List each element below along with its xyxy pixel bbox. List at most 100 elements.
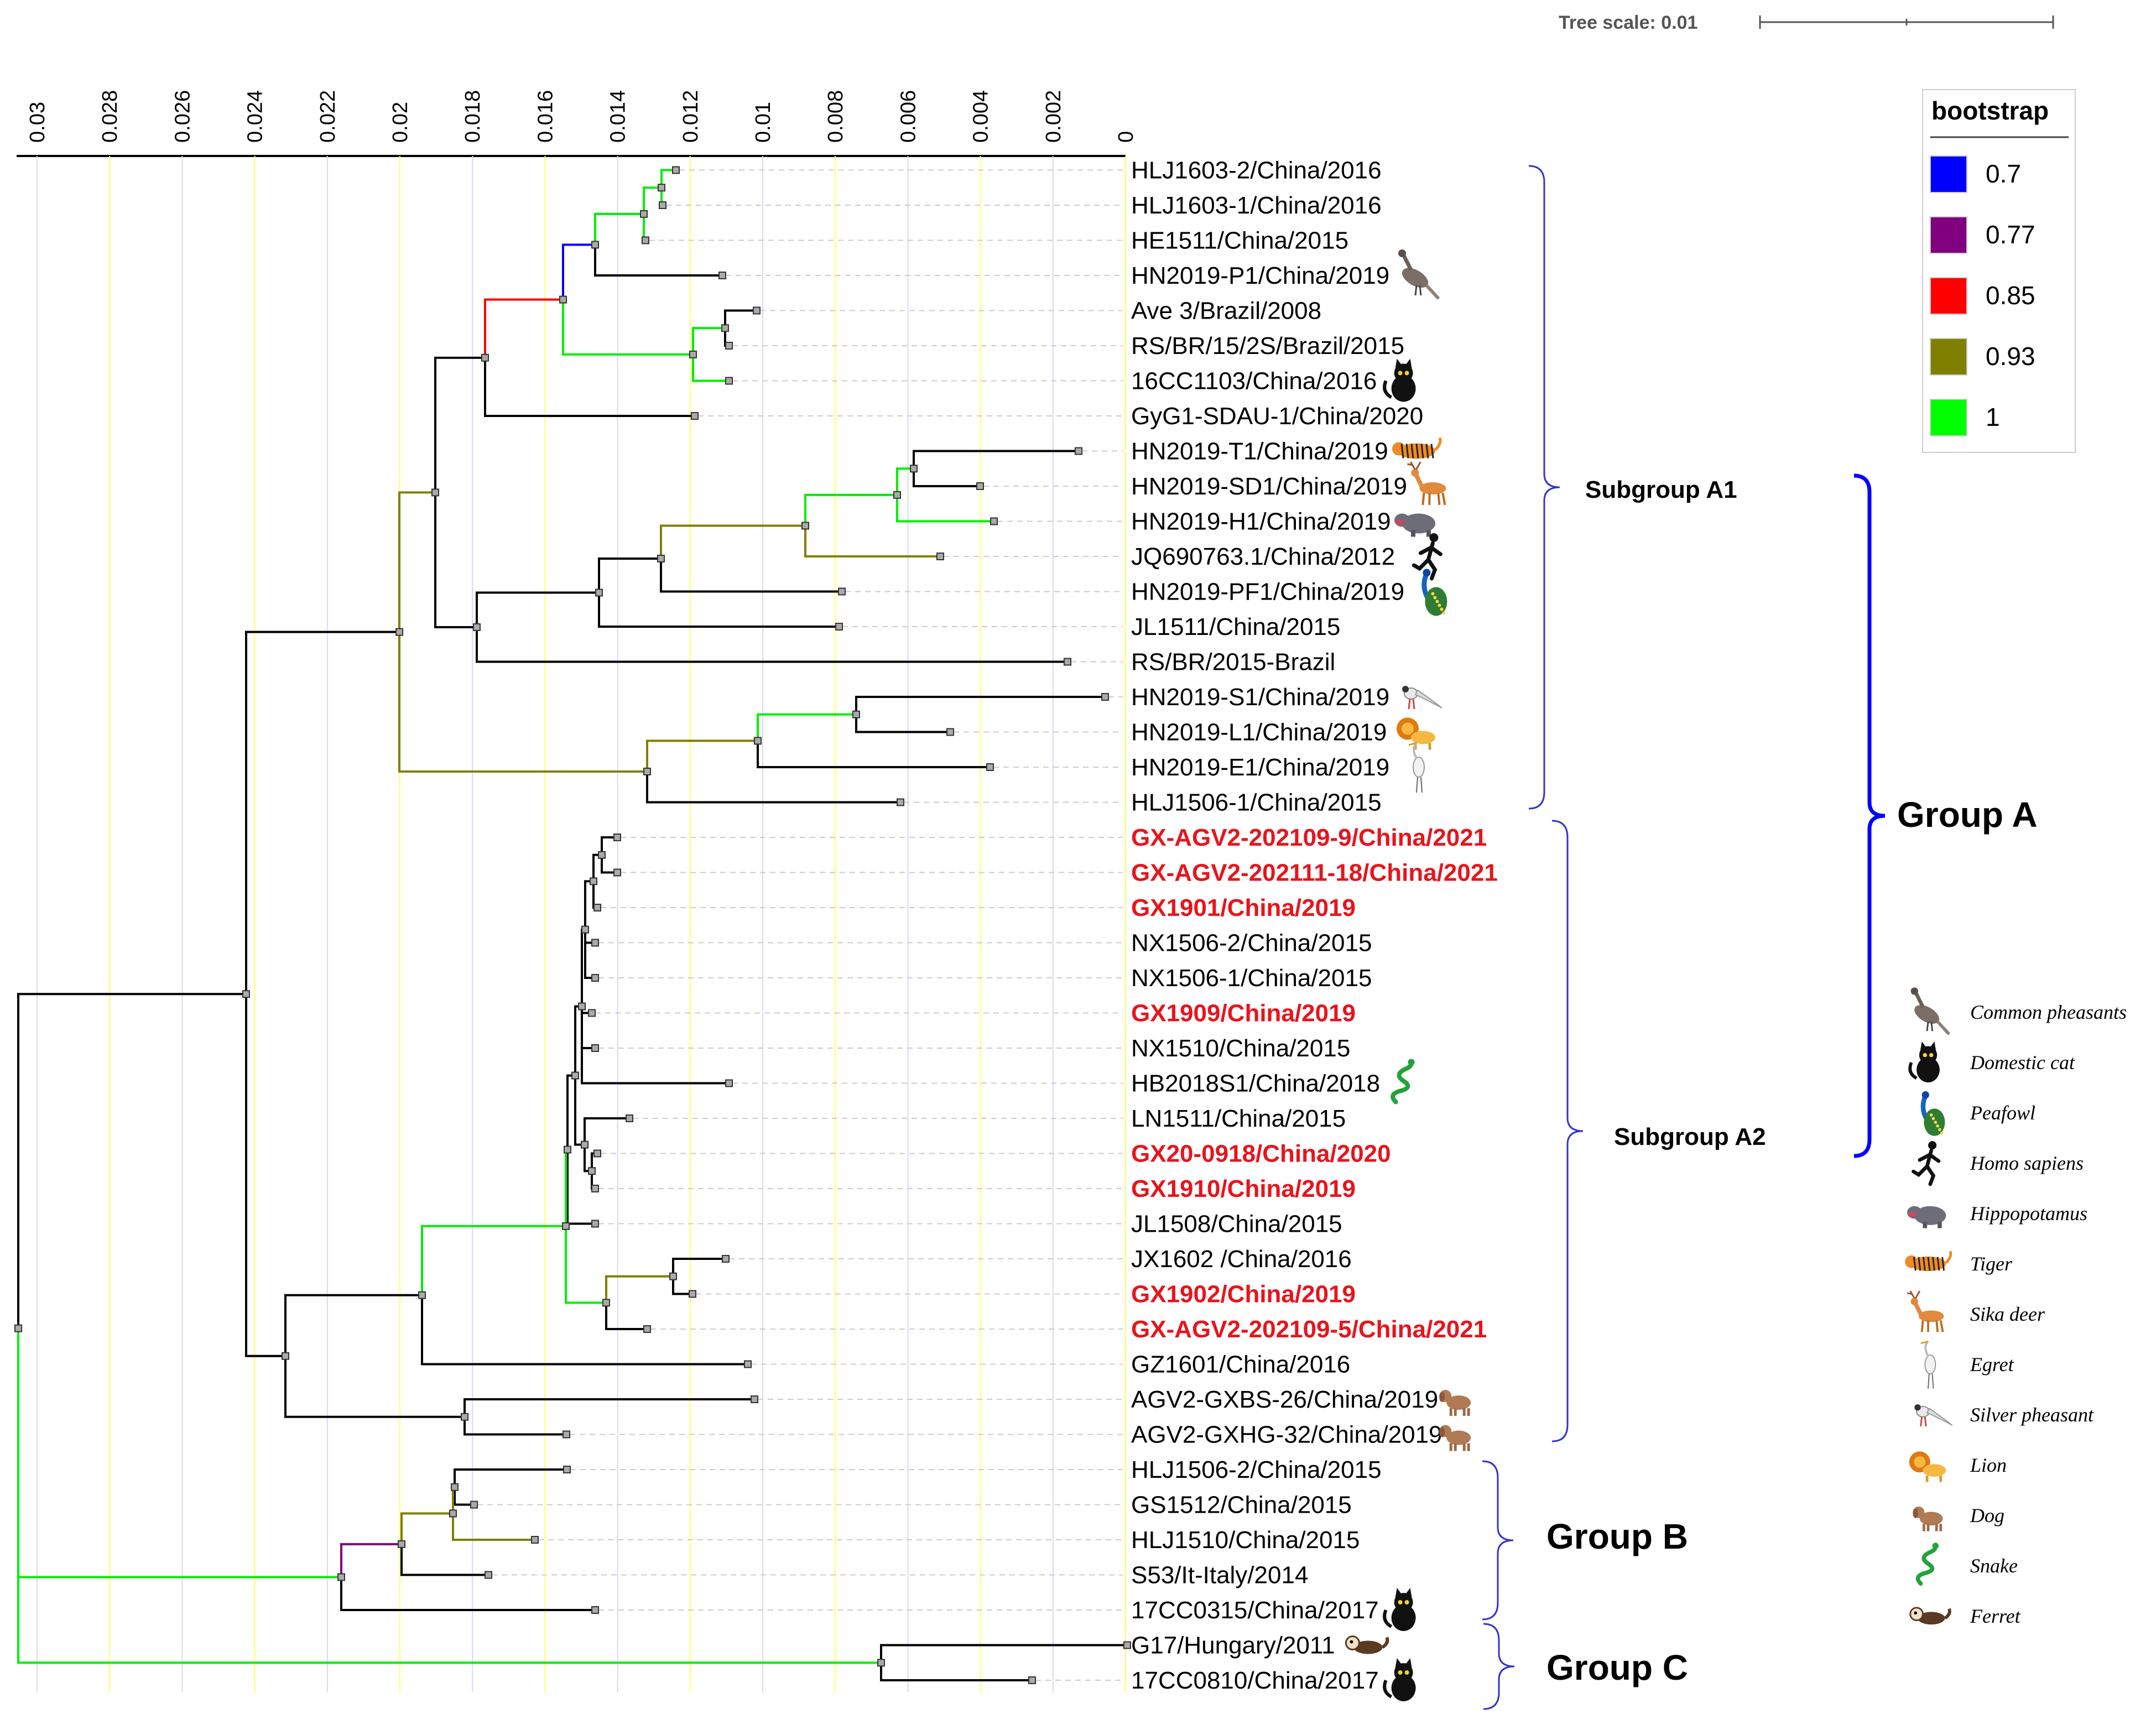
- species-label: Snake: [1970, 1555, 2018, 1577]
- internal-node-marker: [242, 990, 250, 998]
- tree-branch: [340, 1576, 596, 1611]
- pheasant-icon: [1910, 987, 1951, 1035]
- tree-branch: [565, 1225, 607, 1304]
- taxon-label: NX1510/China/2015: [1131, 1035, 1350, 1062]
- tree-branch: [643, 186, 663, 215]
- internal-node-marker: [578, 1002, 586, 1010]
- cat-icon: [1383, 358, 1416, 402]
- tree-branch: [692, 353, 730, 382]
- taxon-label: GX-AGV2-202111-18/China/2021: [1131, 859, 1498, 887]
- human-icon: [1412, 533, 1442, 581]
- tip-node-marker: [725, 1079, 733, 1087]
- axis-tick-label: 0: [1115, 131, 1138, 143]
- tree-branch: [400, 1543, 489, 1576]
- taxon-label: RS/BR/15/2S/Brazil/2015: [1131, 332, 1404, 360]
- tree-branch: [476, 626, 1069, 663]
- tree-branch: [672, 1258, 727, 1278]
- internal-node-marker: [571, 1071, 579, 1080]
- tip-node-marker: [718, 272, 726, 279]
- tip-node-marker: [725, 342, 733, 350]
- legend-box: [1922, 89, 2076, 453]
- tree-branch: [574, 1074, 586, 1146]
- tip-node-marker: [626, 1114, 633, 1122]
- tree-branch: [605, 1301, 648, 1330]
- tree-branches: [14, 166, 1131, 1684]
- tree-branch: [646, 770, 902, 804]
- tip-node-marker: [990, 517, 998, 525]
- tree-branch: [581, 1005, 730, 1085]
- group-bracket: [1528, 165, 1560, 810]
- internal-node-marker: [564, 1145, 571, 1154]
- tree-branch: [601, 836, 618, 856]
- tip-node-marker: [588, 1009, 596, 1017]
- tree-branch: [598, 591, 840, 628]
- tree-branch: [454, 1486, 475, 1506]
- species-label: Dog: [1970, 1504, 2004, 1527]
- legend-value: 0.93: [1986, 342, 2035, 371]
- tree-branch: [17, 1327, 882, 1664]
- internal-node-marker: [689, 350, 697, 358]
- species-label: Sika deer: [1970, 1303, 2045, 1325]
- dog-icon: [1913, 1506, 1943, 1531]
- taxon-label: JL1511/China/2015: [1131, 613, 1340, 640]
- tree-branch: [245, 993, 287, 1357]
- tree-branch: [660, 169, 677, 189]
- taxon-label: G17/Hungary/2011: [1131, 1632, 1335, 1659]
- tree-branch: [672, 1275, 694, 1295]
- tip-node-marker: [531, 1536, 539, 1544]
- internal-node-marker: [337, 1573, 345, 1581]
- internal-node-marker: [581, 925, 589, 934]
- tip-node-marker: [1064, 658, 1071, 666]
- tree-branch: [660, 557, 843, 593]
- peafowl-icon: [1920, 1091, 1945, 1136]
- tree-branch: [245, 631, 400, 996]
- tip-node-marker: [946, 728, 954, 736]
- tree-branch: [284, 1354, 466, 1418]
- tip-node-marker: [1028, 1676, 1036, 1684]
- species-label: Lion: [1970, 1454, 2007, 1476]
- axis-tick-label: 0.008: [824, 90, 847, 143]
- deer-icon: [1907, 1290, 1944, 1332]
- group-bracket: [1482, 1460, 1514, 1621]
- tip-node-marker: [936, 553, 944, 560]
- group-label: Group B: [1546, 1517, 1688, 1556]
- lion-icon: [1909, 1451, 1946, 1482]
- taxon-label: HE1511/China/2015: [1131, 227, 1348, 254]
- tree-branch: [464, 1415, 567, 1436]
- dog-icon: [1439, 1425, 1471, 1451]
- taxon-label: GyG1-SDAU-1/China/2020: [1131, 403, 1423, 430]
- taxa-labels: HLJ1603-2/China/2016HLJ1603-1/China/2016…: [1131, 157, 1498, 1695]
- taxon-label: HLJ1506-2/China/2015: [1131, 1456, 1382, 1483]
- tree-branch: [584, 928, 596, 979]
- taxon-label: HLJ1603-2/China/2016: [1131, 157, 1382, 184]
- group-label: Subgroup A2: [1614, 1123, 1766, 1150]
- tiger-icon: [1392, 437, 1442, 459]
- tree-branch: [804, 524, 941, 558]
- internal-node-marker: [398, 1540, 405, 1548]
- internal-node-marker: [910, 465, 918, 473]
- taxon-label: 17CC0315/China/2017: [1131, 1597, 1379, 1624]
- ferret-icon: [1909, 1607, 1951, 1625]
- tree-branch: [592, 880, 598, 909]
- tip-node-marker: [613, 833, 621, 841]
- species-label: Common pheasants: [1970, 1001, 2127, 1023]
- tip-node-marker: [1101, 693, 1109, 701]
- tree-branch: [660, 524, 806, 560]
- taxon-label: NX1506-2/China/2015: [1131, 930, 1372, 957]
- taxon-label: HN2019-L1/China/2019: [1131, 719, 1387, 746]
- internal-node-marker: [598, 851, 606, 859]
- legend-title: bootstrap: [1931, 96, 2049, 125]
- taxon-label: GS1512/China/2015: [1131, 1492, 1352, 1519]
- internal-node-marker: [431, 488, 439, 497]
- tree-branch: [913, 467, 981, 487]
- internal-node-marker: [395, 628, 403, 636]
- axis-tick-label: 0.016: [534, 90, 557, 143]
- axis-tick-label: 0.02: [389, 102, 412, 143]
- tree-branch: [17, 993, 247, 1330]
- species-label: Silver pheasant: [1970, 1404, 2094, 1426]
- taxon-label: GZ1601/China/2016: [1131, 1351, 1350, 1378]
- group-label: Subgroup A1: [1585, 476, 1737, 503]
